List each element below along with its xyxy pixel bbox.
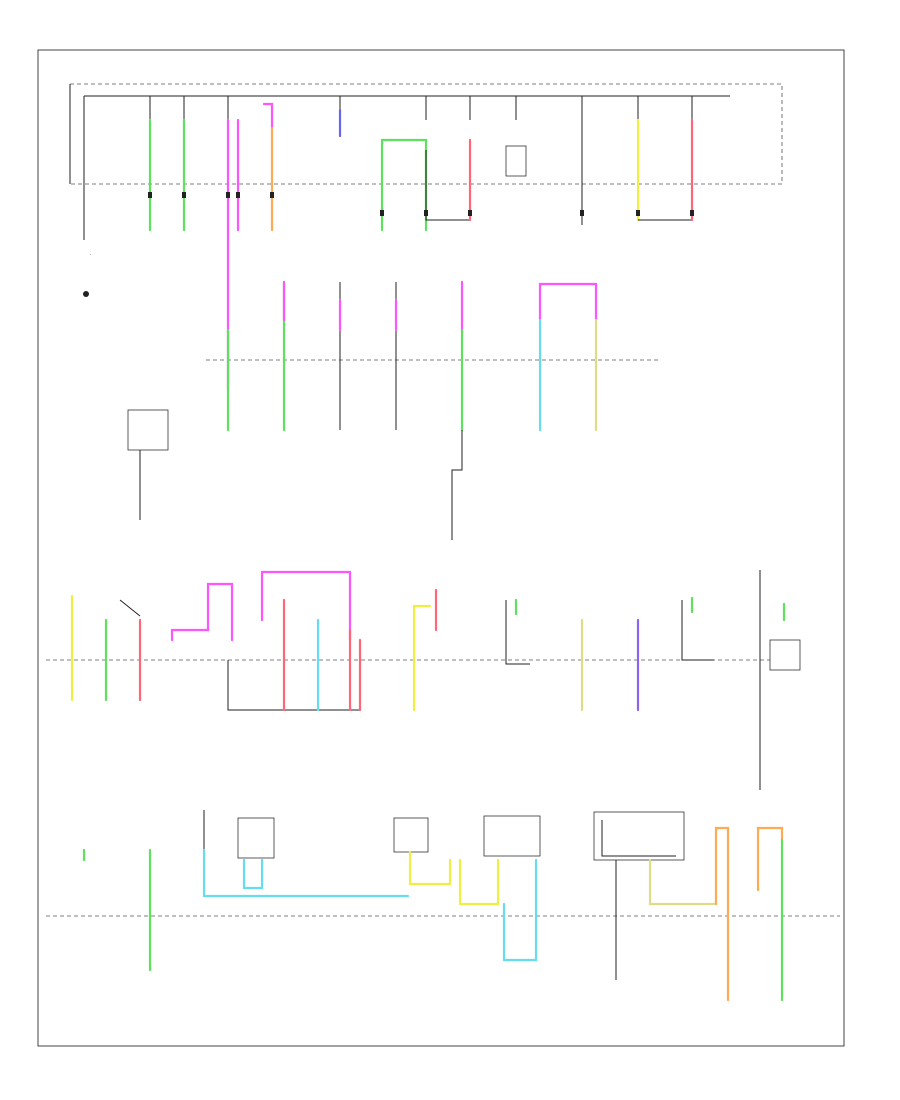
- connectors-top: [83, 192, 694, 297]
- fuse-block-bottom: [46, 810, 840, 1002]
- wires-section-top: [148, 102, 694, 392]
- svg-text:.: .: [90, 251, 91, 257]
- component-labels: .: [90, 251, 91, 257]
- diagram-frame: [37, 49, 845, 1047]
- fuse-block-top: [69, 83, 783, 240]
- fuse-block-mid: [127, 280, 660, 540]
- fuse-block-lower: [46, 570, 801, 790]
